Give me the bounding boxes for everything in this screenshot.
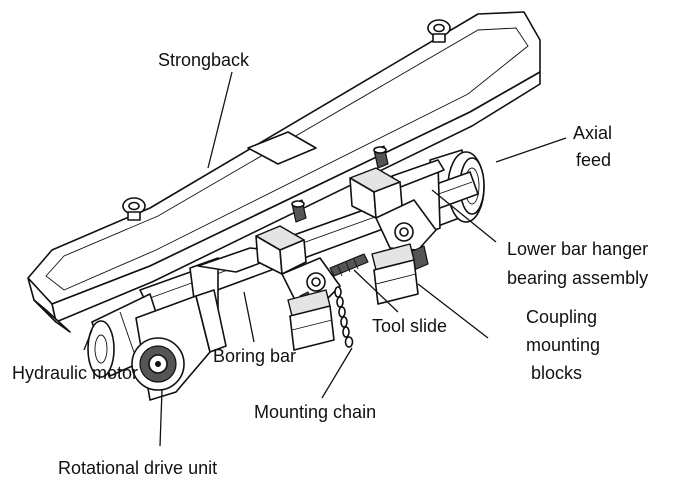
label-strongback: Strongback (158, 50, 250, 70)
right-clamp-assembly (349, 145, 437, 305)
label-axial-feed-line2: feed (576, 150, 611, 170)
left-clamp-assembly (255, 199, 341, 351)
leader-lower-bar-hanger (431, 189, 497, 243)
rotational-drive-unit (131, 289, 227, 401)
strongback-body (27, 11, 541, 333)
label-coupling-line3: blocks (531, 363, 582, 383)
tool-slide (329, 253, 369, 277)
leader-boring-bar (243, 291, 255, 343)
leader-rotational-drive (159, 389, 163, 447)
leader-lines (83, 71, 567, 447)
label-coupling-line2: mounting (526, 335, 600, 355)
leader-coupling (417, 283, 489, 339)
machine-drawing (27, 11, 541, 401)
lifting-eye-bolts (122, 19, 451, 221)
callout-labels: Strongback Axial feed Lower bar hanger b… (12, 50, 648, 478)
label-lower-bar-hanger-line2: bearing assembly (507, 268, 648, 288)
leader-axial-feed (495, 137, 567, 163)
leader-tool-slide (353, 269, 399, 313)
label-lower-bar-hanger-line1: Lower bar hanger (507, 239, 648, 259)
leader-strongback (207, 71, 233, 169)
label-rotational-drive-unit: Rotational drive unit (58, 458, 217, 478)
leader-hydraulic-motor (83, 329, 93, 351)
label-hydraulic-motor: Hydraulic motor (12, 363, 138, 383)
leader-mounting-chain (321, 347, 353, 399)
label-boring-bar: Boring bar (213, 346, 296, 366)
mounting-chain (334, 286, 354, 348)
label-axial-feed-line1: Axial (573, 123, 612, 143)
label-coupling-line1: Coupling (526, 307, 597, 327)
label-tool-slide: Tool slide (372, 316, 447, 336)
label-mounting-chain: Mounting chain (254, 402, 376, 422)
